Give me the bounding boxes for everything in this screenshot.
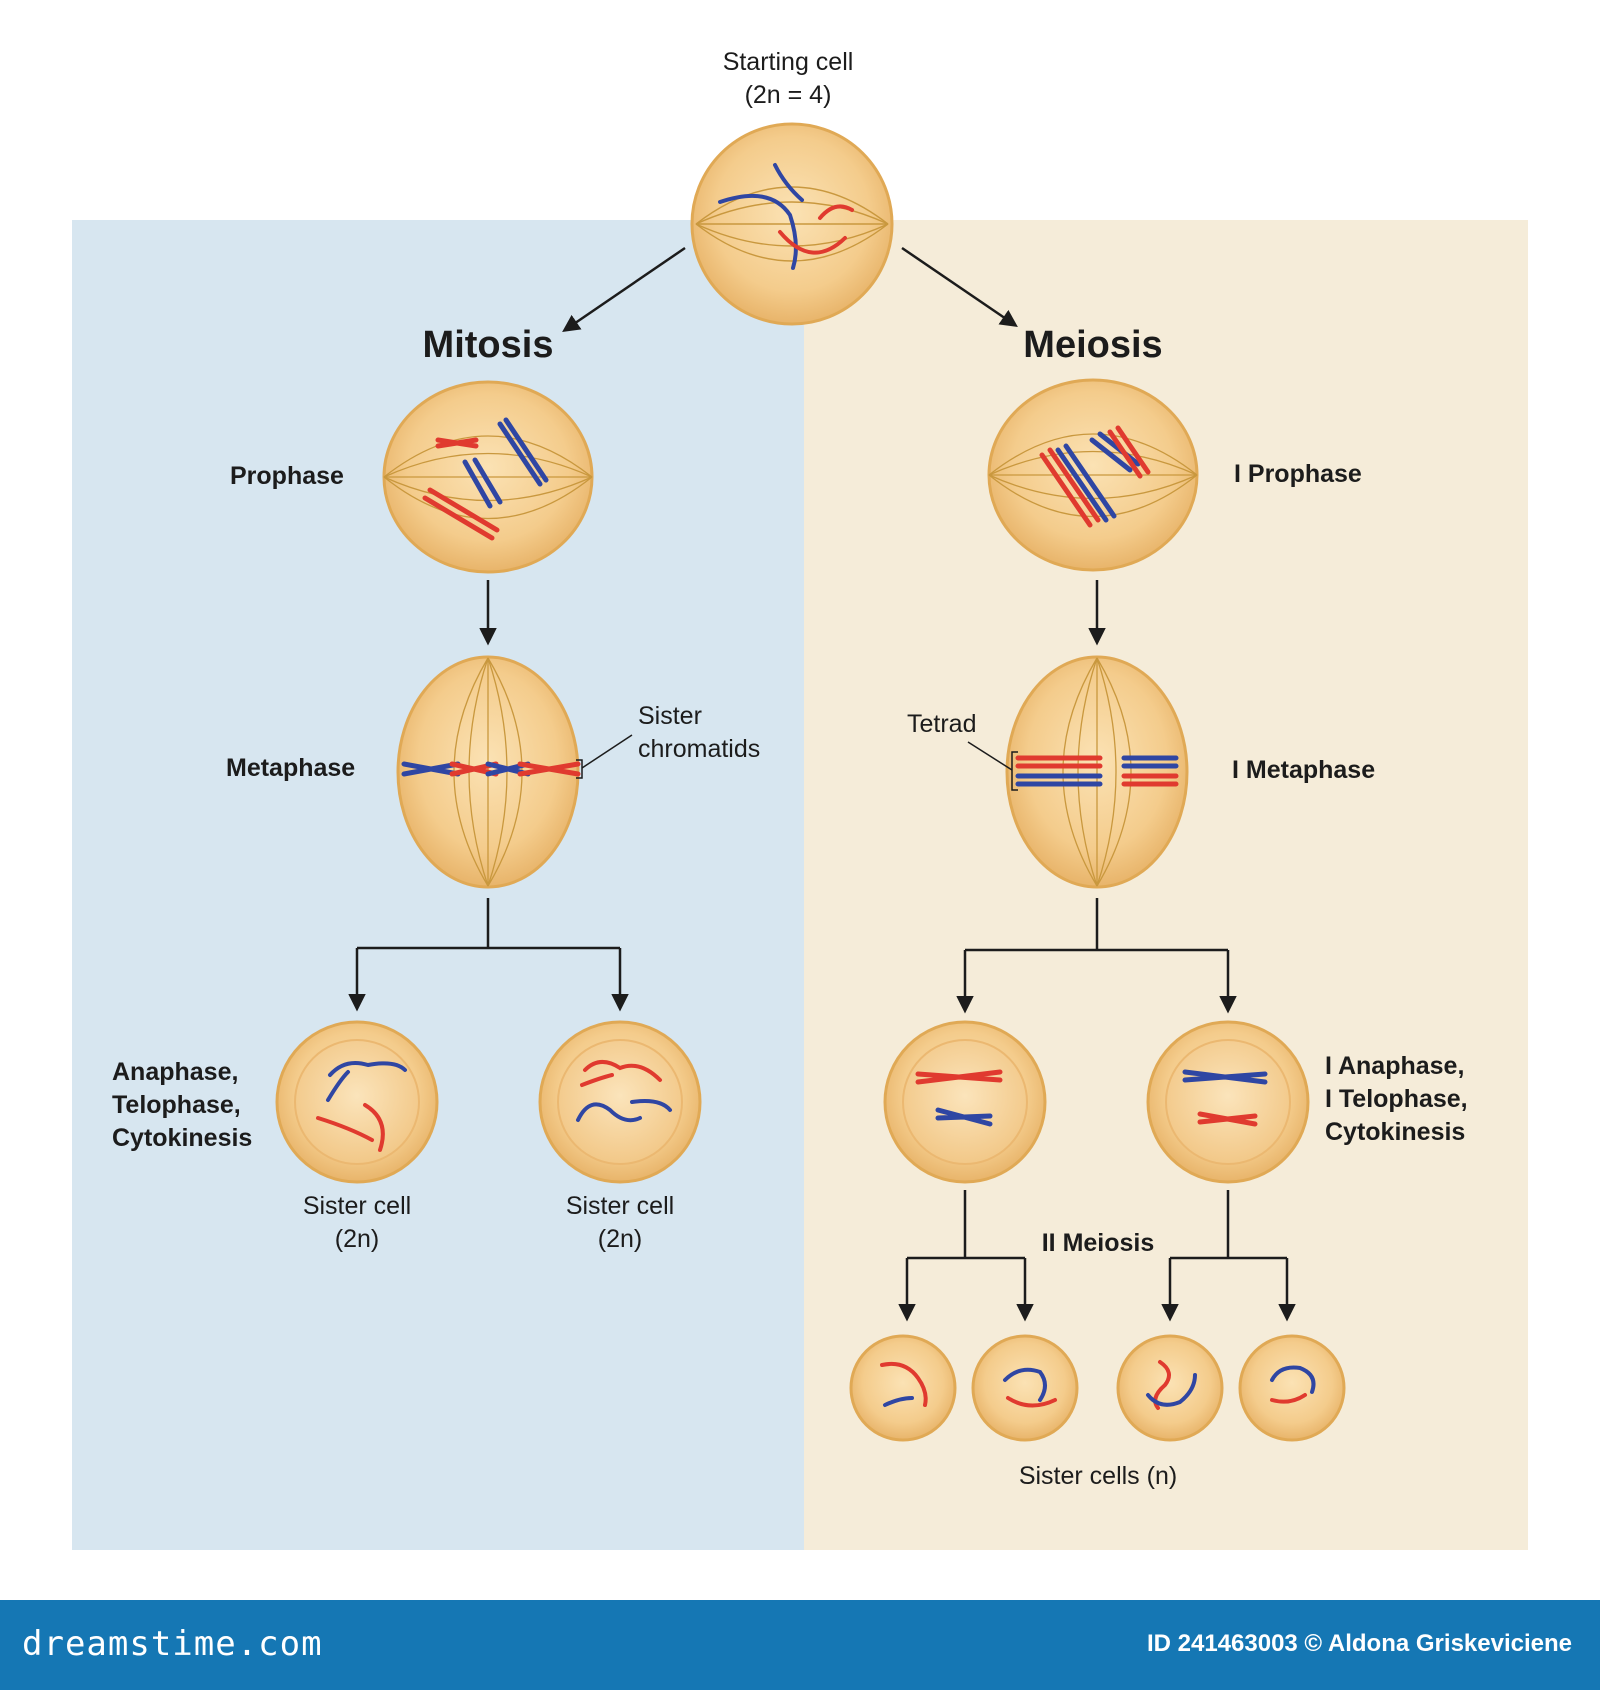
mitosis-anaphase-label: Anaphase, Telophase, Cytokinesis: [112, 1056, 252, 1155]
meiosis-two-label: II Meiosis: [1041, 1229, 1155, 1257]
starting-cell-line1: Starting cell: [722, 48, 854, 76]
meiosis-sister-cell-right: [1146, 1020, 1310, 1184]
meiosis-metaphase-cell: [967, 655, 1189, 889]
footer-credit: ID 241463003 © Aldona Griskeviciene: [1146, 1630, 1572, 1657]
mitosis-anaphase-line1: Anaphase,: [112, 1058, 239, 1086]
arrow-to-meiosis: [901, 246, 1018, 327]
meiosis-metaphase-label: I Metaphase: [1232, 756, 1376, 784]
sister-chromatids-label: Sister chromatids: [638, 700, 760, 766]
mitosis-sister-cell-right-label: Sister cell (2n): [566, 1190, 674, 1256]
sister-chromatids-line1: Sister: [638, 702, 702, 730]
mitosis-sister-left-line1: Sister cell: [302, 1192, 412, 1220]
meiosis-prophase-label: I Prophase: [1234, 460, 1362, 488]
mitosis-sister-right-line2: (2n): [597, 1225, 643, 1253]
meiosis-anaphase-label: I Anaphase, I Telophase, Cytokinesis: [1325, 1050, 1468, 1149]
mitosis-metaphase-label: Metaphase: [226, 754, 356, 782]
starting-cell-label: Starting cell (2n = 4): [723, 46, 854, 112]
haploid-cell-4: [1238, 1334, 1346, 1442]
haploid-cell-2: [971, 1334, 1079, 1442]
meiosis-two-split-lines: [898, 1190, 1296, 1322]
meiosis-anaphase-line3: Cytokinesis: [1325, 1118, 1466, 1146]
mitosis-prophase-cell: [382, 380, 594, 574]
starting-cell-line2: (2n = 4): [744, 81, 832, 109]
meiosis-anaphase-line2: I Telophase,: [1325, 1085, 1468, 1113]
haploid-cell-3: [1116, 1334, 1224, 1442]
mitosis-metaphase-cell: [396, 655, 633, 889]
mitosis-anaphase-line3: Cytokinesis: [112, 1124, 253, 1152]
mitosis-sister-cell-left-label: Sister cell (2n): [303, 1190, 411, 1256]
haploid-cell-1: [849, 1334, 957, 1442]
starting-cell: [690, 122, 894, 326]
cell-division-diagram: Starting cell (2n = 4) Mitosis Meiosis P…: [72, 46, 1528, 1550]
haploid-cells-label: Sister cells (n): [1018, 1462, 1178, 1490]
mitosis-sister-right-line1: Sister cell: [565, 1192, 675, 1220]
meiosis-anaphase-line1: I Anaphase,: [1325, 1052, 1465, 1080]
meiosis-title: Meiosis: [1023, 324, 1163, 366]
footer-bar: dreamstime.com ID 241463003 © Aldona Gri…: [0, 1600, 1600, 1690]
mitosis-sister-left-line2: (2n): [334, 1225, 380, 1253]
meiosis-sister-cell-left: [883, 1020, 1047, 1184]
mitosis-anaphase-line2: Telophase,: [112, 1091, 241, 1119]
mitosis-split-lines: [348, 898, 629, 1012]
sister-chromatids-line2: chromatids: [638, 735, 761, 763]
mitosis-prophase-label: Prophase: [230, 462, 344, 490]
footer-brand[interactable]: dreamstime.com: [22, 1624, 323, 1664]
meiosis-split-lines: [956, 898, 1237, 1014]
tetrad-label: Tetrad: [907, 710, 977, 738]
meiosis-prophase-cell: [987, 378, 1199, 572]
mitosis-sister-cell-left: [275, 1020, 439, 1184]
mitosis-sister-cell-right: [538, 1020, 702, 1184]
mitosis-title: Mitosis: [422, 324, 554, 366]
arrow-to-mitosis: [562, 246, 686, 332]
